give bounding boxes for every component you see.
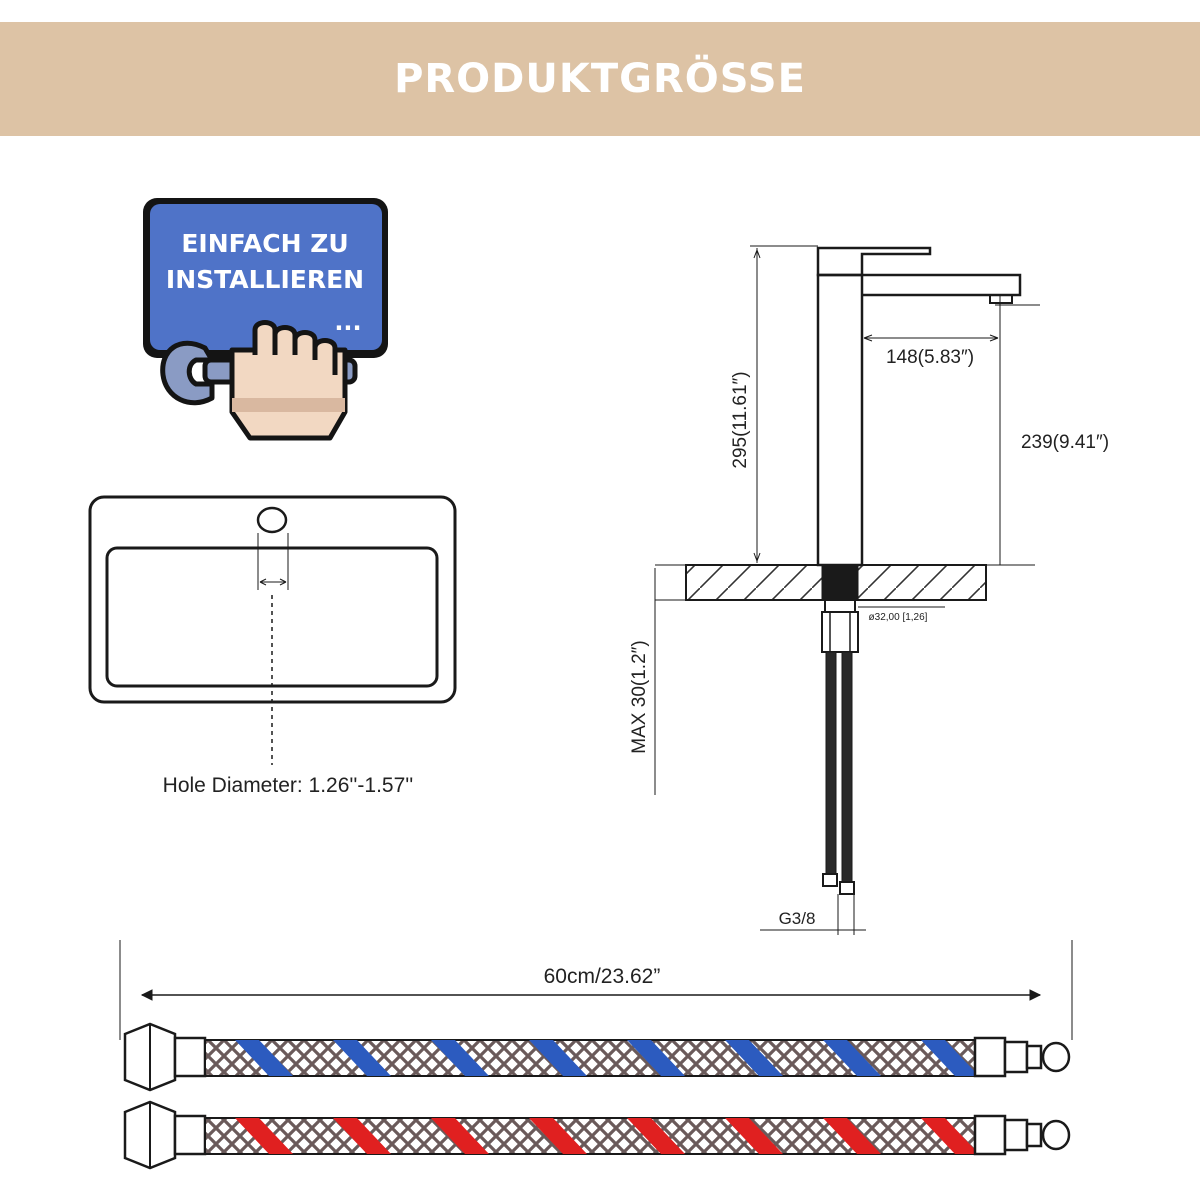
hose-length-dimension	[119, 940, 1073, 1040]
sign-line-2: INSTALLIEREN	[166, 265, 364, 294]
sink-top-view	[88, 495, 457, 765]
hose-stripe	[823, 1040, 881, 1076]
hose-length-label: 60cm/23.62”	[544, 965, 661, 988]
max-counter-thickness-label: MAX 30(1.2″)	[629, 640, 650, 753]
hole-diameter-label: Hole Diameter: 1.26''-1.57''	[163, 774, 414, 797]
header-banner: PRODUKTGRÖSSE	[0, 22, 1200, 136]
spout-height-label: 239(9.41″)	[1021, 432, 1109, 453]
dimension-lines	[654, 245, 1040, 935]
hose-stripe	[725, 1118, 783, 1154]
hose-stripe	[529, 1040, 587, 1076]
cold-hose-stripes	[235, 1040, 975, 1076]
hose-stripe	[823, 1118, 881, 1154]
hose-stripe	[921, 1040, 975, 1076]
hose-stripe	[333, 1118, 391, 1154]
hose-stripe	[921, 1118, 975, 1154]
faucet-hole	[256, 506, 288, 534]
thread-size-label: G3/8	[779, 909, 816, 928]
total-height-label: 295(11.61″)	[730, 371, 751, 468]
hose-stripe	[431, 1118, 489, 1154]
spout-reach-label: 148(5.83″)	[886, 347, 974, 368]
wrench-hand-icon	[160, 320, 358, 441]
cold-water-hose	[123, 1022, 1071, 1092]
sign-dots: ...	[334, 308, 361, 336]
hose-stripe	[627, 1040, 685, 1076]
hose-stripe	[431, 1040, 489, 1076]
hot-hose-stripes	[235, 1118, 975, 1154]
hose-stripe	[725, 1040, 783, 1076]
faucet-side-view	[654, 245, 1040, 935]
hose-stripe	[333, 1040, 391, 1076]
easy-install-sign: EINFACH ZU INSTALLIEREN ...	[143, 198, 388, 441]
hose-stripe	[529, 1118, 587, 1154]
sign-line-1: EINFACH ZU	[181, 229, 348, 258]
base-diameter-label: ø32,00 [1,26]	[869, 612, 928, 623]
page-title: PRODUKTGRÖSSE	[394, 56, 806, 102]
hot-water-hose	[123, 1100, 1071, 1170]
hose-stripe	[627, 1118, 685, 1154]
hose-stripe	[235, 1118, 293, 1154]
hose-stripe	[235, 1040, 293, 1076]
